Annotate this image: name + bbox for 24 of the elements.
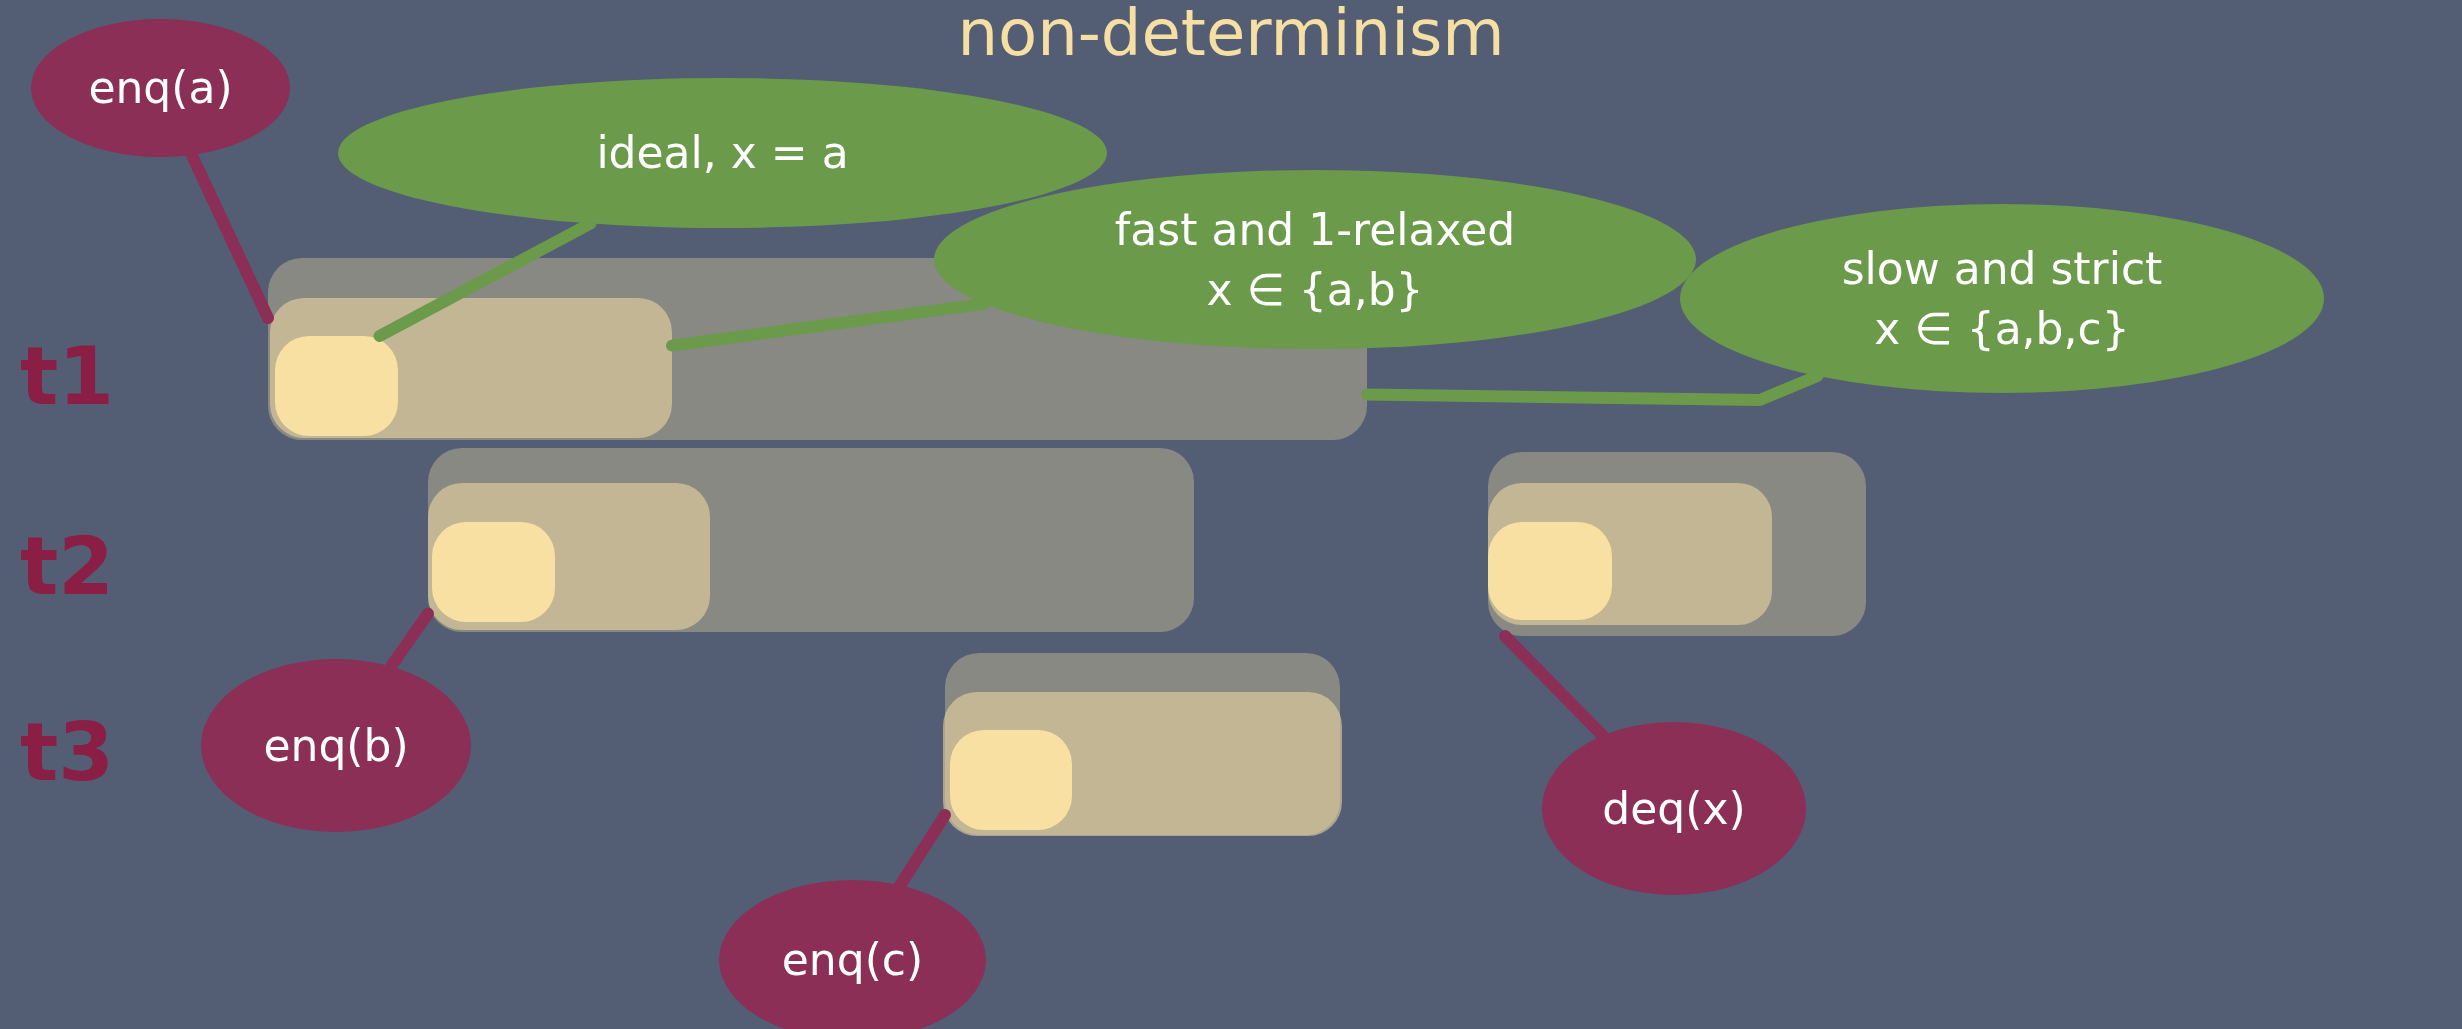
thread-label: t3 <box>20 706 114 799</box>
bubble-text: fast and 1-relaxed <box>1114 203 1516 258</box>
bubble-text: ideal, x = a <box>596 126 849 181</box>
time-bar <box>270 298 672 438</box>
time-bar <box>428 483 710 630</box>
time-bar <box>1488 522 1612 620</box>
time-bar <box>432 522 555 622</box>
slide-title: non-determinism <box>956 0 1506 70</box>
bubble-text: x ∈ {a,b} <box>1206 262 1424 317</box>
time-bar <box>945 653 1340 835</box>
bubble-text: enq(a) <box>88 61 233 116</box>
bubble-text: deq(x) <box>1602 781 1746 836</box>
bubble-text: enq(b) <box>263 718 409 773</box>
bubble-text: slow and strict <box>1841 242 2163 297</box>
time-bar <box>950 730 1072 830</box>
bubble-text: enq(c) <box>781 933 924 988</box>
time-bar <box>275 336 398 436</box>
time-bar <box>1488 452 1866 636</box>
thread-label: t1 <box>20 330 114 423</box>
time-bar <box>1488 483 1772 625</box>
time-bar <box>428 448 1194 632</box>
bubble-text: x ∈ {a,b,c} <box>1874 301 2130 356</box>
time-bar <box>943 692 1342 836</box>
thread-label: t2 <box>20 520 114 613</box>
